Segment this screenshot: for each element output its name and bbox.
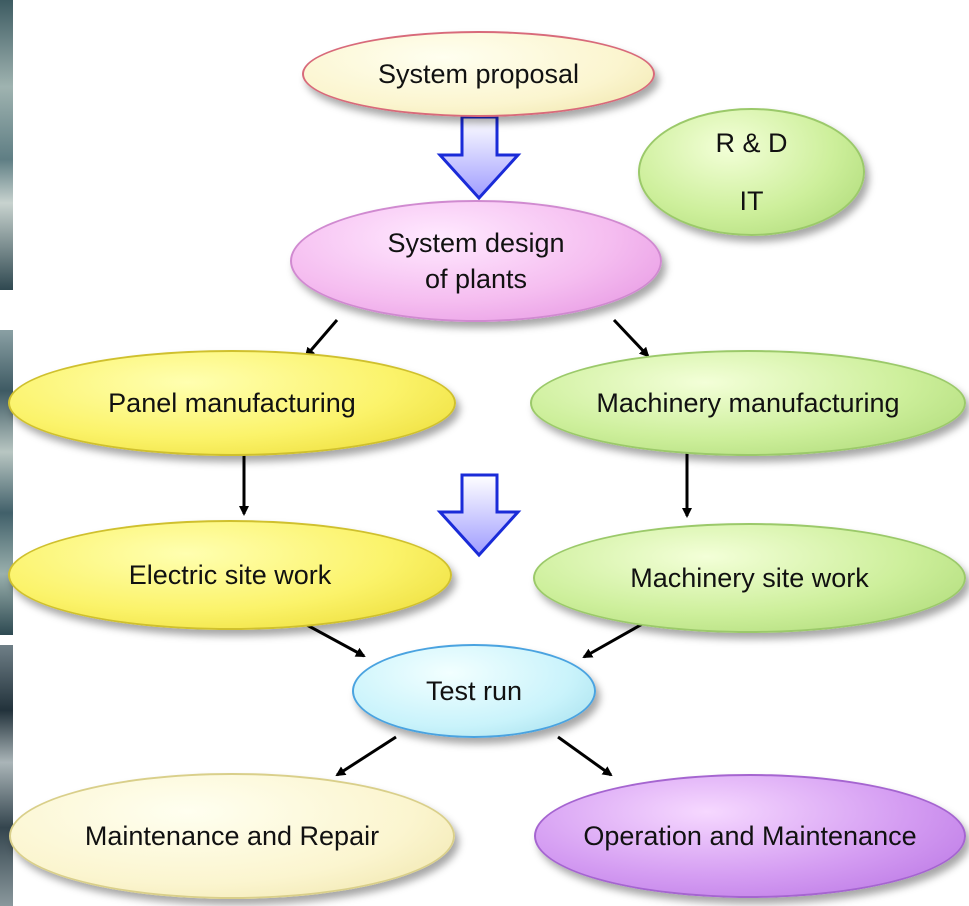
node-maintenance-repair-label: Maintenance and Repair	[84, 820, 380, 851]
arrow-design-to-panel	[304, 319, 339, 358]
node-rnd-label: R & D	[715, 128, 788, 158]
node-panel-manufacturing-label: Panel manufacturing	[108, 387, 356, 418]
node-test-run-label: Test run	[425, 675, 523, 706]
arrow-design-to-machinery	[612, 318, 650, 358]
arrow-test-to-operation	[557, 735, 613, 777]
node-machinery-site-work: Machinery site work	[533, 523, 966, 633]
arrow-test-to-maintenance	[335, 735, 397, 777]
node-system-design: System design of plants	[290, 200, 662, 322]
node-system-proposal-label: System proposal	[377, 58, 580, 89]
node-system-design-line1: System design	[387, 228, 565, 258]
node-it-label: IT	[739, 186, 764, 216]
node-machinery-manufacturing-label: Machinery manufacturing	[596, 387, 900, 418]
block-arrow-down-middle	[436, 473, 522, 558]
node-rnd-it: R & D IT	[638, 108, 865, 236]
node-operation-maintenance: Operation and Maintenance	[534, 774, 966, 898]
node-electric-site-work-label: Electric site work	[128, 559, 332, 590]
node-electric-site-work: Electric site work	[8, 520, 452, 630]
node-machinery-manufacturing: Machinery manufacturing	[530, 350, 966, 456]
photo-strip-top	[0, 0, 13, 290]
node-test-run: Test run	[352, 644, 596, 738]
node-operation-maintenance-label: Operation and Maintenance	[583, 820, 917, 851]
node-machinery-site-work-label: Machinery site work	[630, 562, 869, 593]
node-panel-manufacturing: Panel manufacturing	[8, 350, 456, 456]
node-maintenance-repair: Maintenance and Repair	[9, 773, 455, 899]
block-arrow-down-top	[436, 115, 522, 201]
node-system-design-line2: of plants	[424, 264, 528, 294]
node-system-proposal: System proposal	[302, 31, 655, 117]
